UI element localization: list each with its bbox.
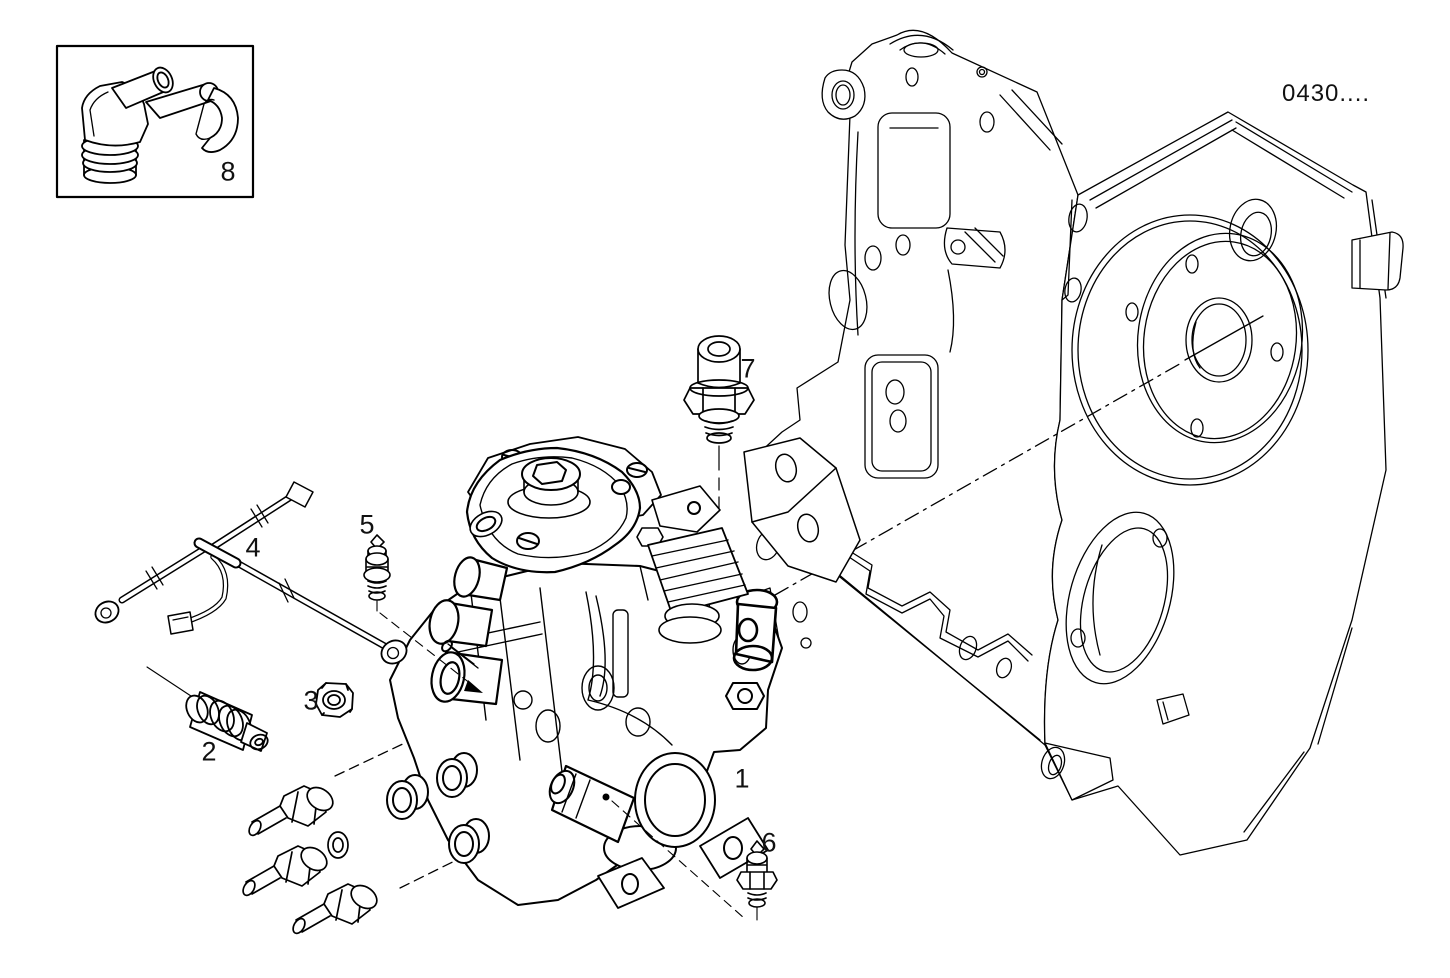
injection-pump-drawing — [386, 436, 783, 909]
figure-ref-code: 0430.... — [1282, 80, 1371, 107]
timing-gear-housing-drawing — [741, 29, 1404, 856]
nut-3-drawing — [315, 682, 354, 718]
callout-5[interactable]: 5 — [359, 509, 375, 540]
sensor-2-drawing — [146, 666, 269, 752]
callout-1[interactable]: 1 — [734, 763, 750, 794]
center-axis-line — [774, 315, 1264, 596]
callout-6[interactable]: 6 — [761, 827, 777, 858]
inset-box — [55, 44, 255, 199]
sensor-7-drawing — [683, 335, 755, 509]
delivery-fittings-drawing — [242, 785, 378, 935]
callout-8[interactable]: 8 — [220, 156, 236, 187]
callout-4[interactable]: 4 — [245, 532, 261, 563]
callout-7[interactable]: 7 — [740, 353, 756, 384]
callout-2[interactable]: 2 — [201, 736, 217, 767]
wiring-harness-4-drawing — [94, 481, 408, 665]
bleed-screw-6-drawing — [611, 800, 778, 921]
callout-3[interactable]: 3 — [303, 685, 319, 716]
pump-rear-bracket — [743, 437, 861, 583]
bleed-screw-5-drawing — [363, 534, 483, 693]
elbow-fitting-8-drawing — [81, 66, 239, 184]
